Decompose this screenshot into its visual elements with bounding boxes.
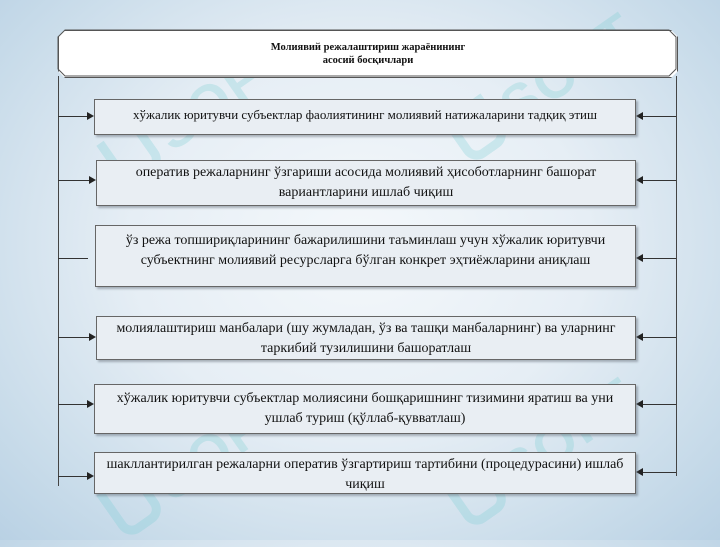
stage-text: ўз режа топшириқларининг бажарилишини та… [125, 233, 606, 268]
arrow-left-icon [636, 112, 643, 120]
stage-box-6: шакллантирилган режаларни оператив ўзгар… [94, 452, 636, 494]
connector-right [643, 337, 676, 338]
stage-text: молиялаштириш манбалари (шу жумладан, ўз… [116, 321, 616, 356]
left-connector-rail [58, 76, 59, 486]
connector-right [643, 472, 676, 473]
arrow-left-icon [636, 468, 643, 476]
arrow-left-icon [636, 254, 643, 262]
stage-box-1: хўжалик юритувчи субъектлар фаолиятининг… [94, 99, 636, 135]
stage-text: хўжалик юритувчи субъектлар фаолиятининг… [132, 107, 598, 122]
connector-left [58, 116, 87, 117]
connector-right [643, 258, 676, 259]
stage-box-5: хўжалик юритувчи субъектлар молиясини бо… [94, 384, 636, 434]
stage-box-3: ўз режа топшириқларининг бажарилишини та… [95, 225, 636, 287]
connector-right [643, 180, 676, 181]
connector-left [58, 404, 87, 405]
arrow-right-icon [89, 333, 96, 341]
arrow-right-icon [87, 400, 94, 408]
watermark-logo: SOFT [441, 0, 649, 171]
arrow-left-icon [636, 333, 643, 341]
arrow-right-icon [89, 176, 96, 184]
stage-text: хўжалик юритувчи субъектлар молиясини бо… [116, 391, 614, 426]
stage-text: шакллантирилган режаларни оператив ўзгар… [106, 457, 624, 492]
stage-box-2: оператив режаларнинг ўзгариши асосида мо… [96, 160, 636, 206]
arrow-left-icon [636, 400, 643, 408]
connector-left [58, 337, 89, 338]
connector-left [58, 180, 89, 181]
connector-right [643, 116, 676, 117]
stage-box-4: молиялаштириш манбалари (шу жумладан, ўз… [96, 316, 636, 360]
arrow-left-icon [636, 176, 643, 184]
connector-right [643, 404, 676, 405]
arrow-right-icon [87, 472, 94, 480]
diagram-title-box: Молиявий режалаштириш жараёнининг асосий… [58, 30, 678, 78]
connector-left [58, 476, 87, 477]
connector-left [58, 258, 88, 259]
right-connector-rail [676, 76, 677, 476]
diagram-title-line1: Молиявий режалаштириш жараёнининг [270, 42, 466, 53]
diagram-title-line2: асосий босқичлари [322, 55, 414, 66]
stage-text: оператив режаларнинг ўзгариши асосида мо… [135, 165, 597, 200]
arrow-right-icon [87, 112, 94, 120]
